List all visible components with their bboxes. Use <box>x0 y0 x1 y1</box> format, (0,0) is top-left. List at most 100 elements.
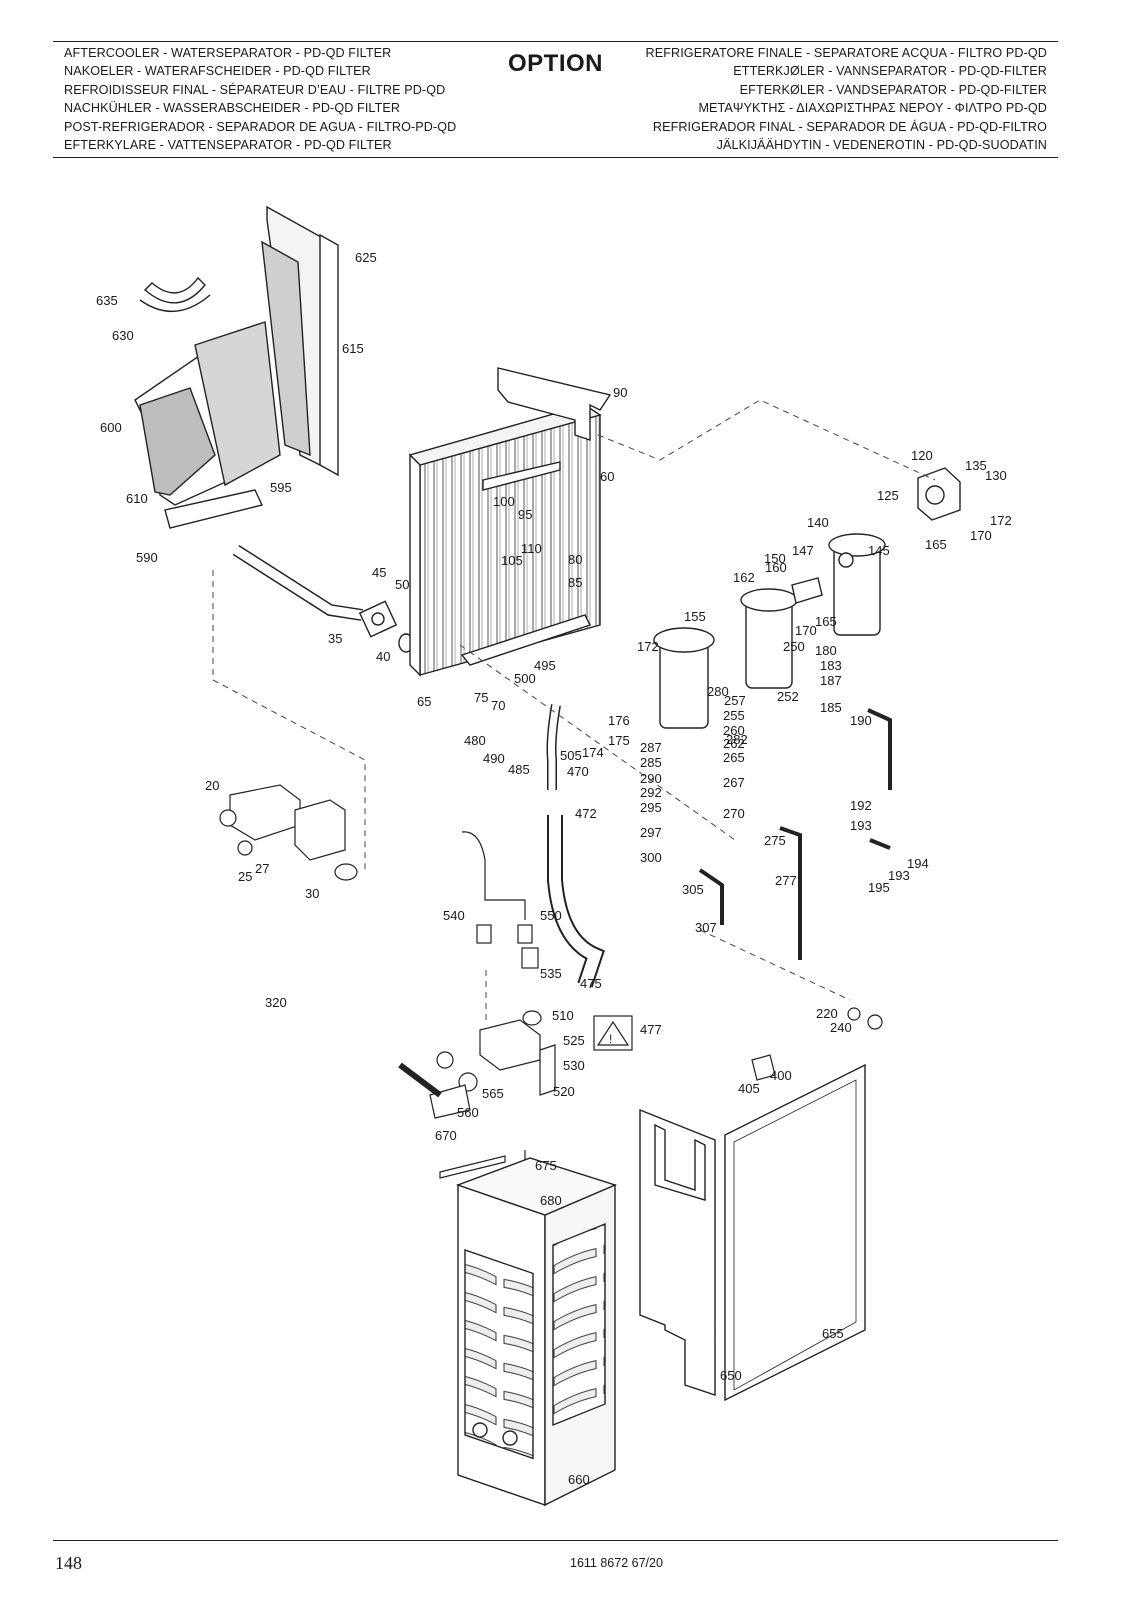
callout-105: 105 <box>501 553 523 568</box>
warning-label-477: ! <box>593 1015 633 1051</box>
callout-187: 187 <box>820 673 842 688</box>
callout-220: 220 <box>816 1006 838 1021</box>
header-right-titles: REFRIGERATORE FINALE - SEPARATORE ACQUA … <box>646 44 1047 154</box>
title-de: NACHKÜHLER - WASSERABSCHEIDER - PD-QD FI… <box>64 101 401 116</box>
callout-480: 480 <box>464 733 486 748</box>
callout-257: 257 <box>724 693 746 708</box>
title-fr: REFROIDISSEUR FINAL - SÉPARATEUR D’EAU -… <box>64 82 446 97</box>
callout-170: 170 <box>970 528 992 543</box>
callout-635: 635 <box>96 293 118 308</box>
duct-and-baffle-group <box>134 205 414 653</box>
callout-192: 192 <box>850 798 872 813</box>
header-left-titles: AFTERCOOLER - WATERSEPARATOR - PD-QD FIL… <box>64 44 456 154</box>
callout-470: 470 <box>567 764 589 779</box>
page-number: 148 <box>55 1553 82 1573</box>
callout-675: 675 <box>535 1158 557 1173</box>
callout-500: 500 <box>514 671 536 686</box>
callout-20: 20 <box>205 778 219 793</box>
callout-70: 70 <box>491 698 505 713</box>
pipework <box>546 704 892 988</box>
callout-660: 660 <box>568 1472 590 1487</box>
callout-194: 194 <box>907 856 929 871</box>
callout-590: 590 <box>136 550 158 565</box>
callout-595: 595 <box>270 480 292 495</box>
callout-60: 60 <box>600 469 614 484</box>
title-en: AFTERCOOLER - WATERSEPARATOR - PD-QD FIL… <box>64 46 392 60</box>
callout-260: 260 <box>723 723 745 738</box>
callout-655: 655 <box>822 1326 844 1341</box>
callout-650: 650 <box>720 1368 742 1383</box>
callout-285: 285 <box>640 755 662 770</box>
callout-170: 170 <box>795 623 817 638</box>
title-da: EFTERKØLER - VANDSEPARATOR - PD-QD-FILTE… <box>739 82 1047 97</box>
callout-405: 405 <box>738 1081 760 1096</box>
page-header: AFTERCOOLER - WATERSEPARATOR - PD-QD FIL… <box>53 41 1058 158</box>
callout-172: 172 <box>637 639 659 654</box>
callout-305: 305 <box>682 882 704 897</box>
callout-135: 135 <box>965 458 987 473</box>
callout-505: 505 <box>560 748 582 763</box>
callout-165: 165 <box>925 537 947 552</box>
callout-307: 307 <box>695 920 717 935</box>
callout-270: 270 <box>723 806 745 821</box>
callout-195: 195 <box>868 880 890 895</box>
title-es: POST-REFRIGERADOR - SEPARADOR DE AGUA - … <box>64 119 457 134</box>
callout-145: 145 <box>868 543 890 558</box>
callout-565: 565 <box>482 1086 504 1101</box>
callout-510: 510 <box>552 1008 574 1023</box>
title-pt: REFRIGERADOR FINAL - SEPARADOR DE ÁGUA -… <box>652 119 1047 134</box>
callout-540: 540 <box>443 908 465 923</box>
callout-75: 75 <box>474 690 488 705</box>
callout-277: 277 <box>775 873 797 888</box>
callout-490: 490 <box>483 751 505 766</box>
callout-485: 485 <box>508 762 530 777</box>
callout-162: 162 <box>733 570 755 585</box>
title-no: ETTERKJØLER - VANNSEPARATOR - PD-QD-FILT… <box>733 64 1047 79</box>
callout-174: 174 <box>582 745 604 760</box>
callout-147: 147 <box>792 543 814 558</box>
callout-630: 630 <box>112 328 134 343</box>
callout-85: 85 <box>568 575 582 590</box>
canopy-panels <box>455 1063 866 1507</box>
title-sv: EFTERKYLARE - VATTENSEPARATOR - PD-QD FI… <box>64 138 392 153</box>
document-number: 1611 8672 67/20 <box>570 1556 663 1570</box>
callout-292: 292 <box>640 785 662 800</box>
aftercooler-core <box>408 367 612 677</box>
callout-45: 45 <box>372 565 386 580</box>
callout-615: 615 <box>342 341 364 356</box>
callout-255: 255 <box>723 708 745 723</box>
callout-495: 495 <box>534 658 556 673</box>
callout-95: 95 <box>518 507 532 522</box>
callout-550: 550 <box>540 908 562 923</box>
callout-190: 190 <box>850 713 872 728</box>
callout-262: 262 <box>723 736 745 751</box>
callout-520: 520 <box>553 1084 575 1099</box>
dashed-leader-lines <box>212 399 936 1020</box>
callout-477: 477 <box>640 1022 662 1037</box>
callout-320: 320 <box>265 995 287 1010</box>
footer-divider <box>53 1540 1058 1541</box>
callout-193: 193 <box>888 868 910 883</box>
callout-265: 265 <box>723 750 745 765</box>
callout-172: 172 <box>990 513 1012 528</box>
svg-text:!: ! <box>609 1032 612 1046</box>
callout-267: 267 <box>723 775 745 790</box>
callout-193: 193 <box>850 818 872 833</box>
callout-80: 80 <box>568 552 582 567</box>
callout-165: 165 <box>815 614 837 629</box>
callout-472: 472 <box>575 806 597 821</box>
callout-50: 50 <box>395 577 409 592</box>
callout-35: 35 <box>328 631 342 646</box>
callout-155: 155 <box>684 609 706 624</box>
callout-670: 670 <box>435 1128 457 1143</box>
title-fi: JÄLKIJÄÄHDYTIN - VEDENEROTIN - PD-QD-SUO… <box>716 138 1047 153</box>
callout-625: 625 <box>355 250 377 265</box>
callout-287: 287 <box>640 740 662 755</box>
callout-560: 560 <box>457 1105 479 1120</box>
callout-530: 530 <box>563 1058 585 1073</box>
callout-120: 120 <box>911 448 933 463</box>
callout-90: 90 <box>613 385 627 400</box>
option-label: OPTION <box>507 50 603 77</box>
callout-183: 183 <box>820 658 842 673</box>
